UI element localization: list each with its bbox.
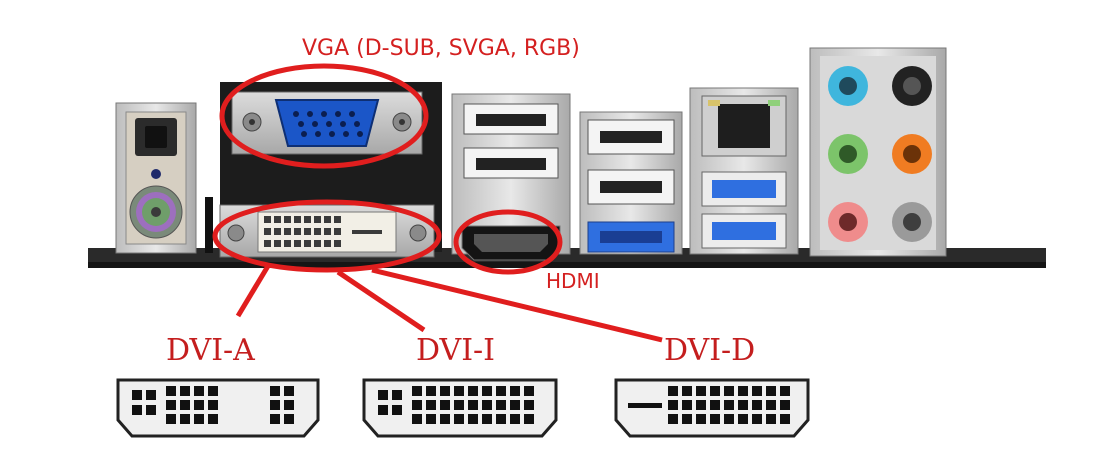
dvi-highlight-ellipse bbox=[212, 199, 442, 273]
dvi-i-label: DVI-I bbox=[416, 333, 495, 368]
vga-highlight-ellipse bbox=[219, 63, 429, 169]
audio-jack-icon bbox=[828, 134, 868, 174]
dvi-d-label: DVI-D bbox=[664, 333, 755, 368]
hdmi-port-icon bbox=[461, 225, 561, 261]
dvi-a-pointer-line bbox=[235, 264, 271, 318]
video-output-block bbox=[205, 82, 442, 258]
ps2-port-icon bbox=[129, 185, 183, 239]
usb-port-icon bbox=[587, 119, 675, 155]
usb-port-icon bbox=[587, 169, 675, 205]
usb-stack-module bbox=[579, 111, 683, 255]
dvi-pinout-icon bbox=[116, 378, 320, 438]
usb-port-icon bbox=[463, 147, 559, 179]
vga-port-icon bbox=[231, 91, 423, 155]
usb-port-icon bbox=[463, 103, 559, 135]
audio-jack-icon bbox=[828, 202, 868, 242]
dvi-port-icon bbox=[219, 204, 435, 258]
audio-jack-icon bbox=[892, 202, 932, 242]
hdmi-highlight-ellipse bbox=[453, 209, 563, 275]
usb-port-icon bbox=[587, 221, 675, 253]
audio-jack-icon bbox=[828, 66, 868, 106]
vga-label: VGA (D-SUB, SVGA, RGB) bbox=[302, 36, 580, 61]
optical-ps2-module bbox=[115, 102, 197, 254]
dvi-i-pointer-line bbox=[336, 269, 426, 333]
dvi-pinout-icon bbox=[614, 378, 810, 438]
hdmi-label: HDMI bbox=[546, 269, 600, 293]
dvi-a-label: DVI-A bbox=[166, 333, 255, 368]
usb-port-icon bbox=[701, 213, 787, 249]
usb-hdmi-module bbox=[451, 93, 571, 261]
dvi-d-pointer-line bbox=[371, 267, 663, 343]
usb-port-icon bbox=[701, 171, 787, 207]
annotations bbox=[212, 63, 663, 343]
audio-jack-icon bbox=[892, 66, 932, 106]
optical-spdif-port-icon bbox=[135, 118, 177, 156]
audio-module bbox=[809, 47, 947, 257]
dvi-pinout-icon bbox=[362, 378, 558, 438]
ethernet-port-icon bbox=[701, 95, 787, 157]
ethernet-usb3-module bbox=[689, 87, 799, 255]
audio-jack-icon bbox=[892, 134, 932, 174]
